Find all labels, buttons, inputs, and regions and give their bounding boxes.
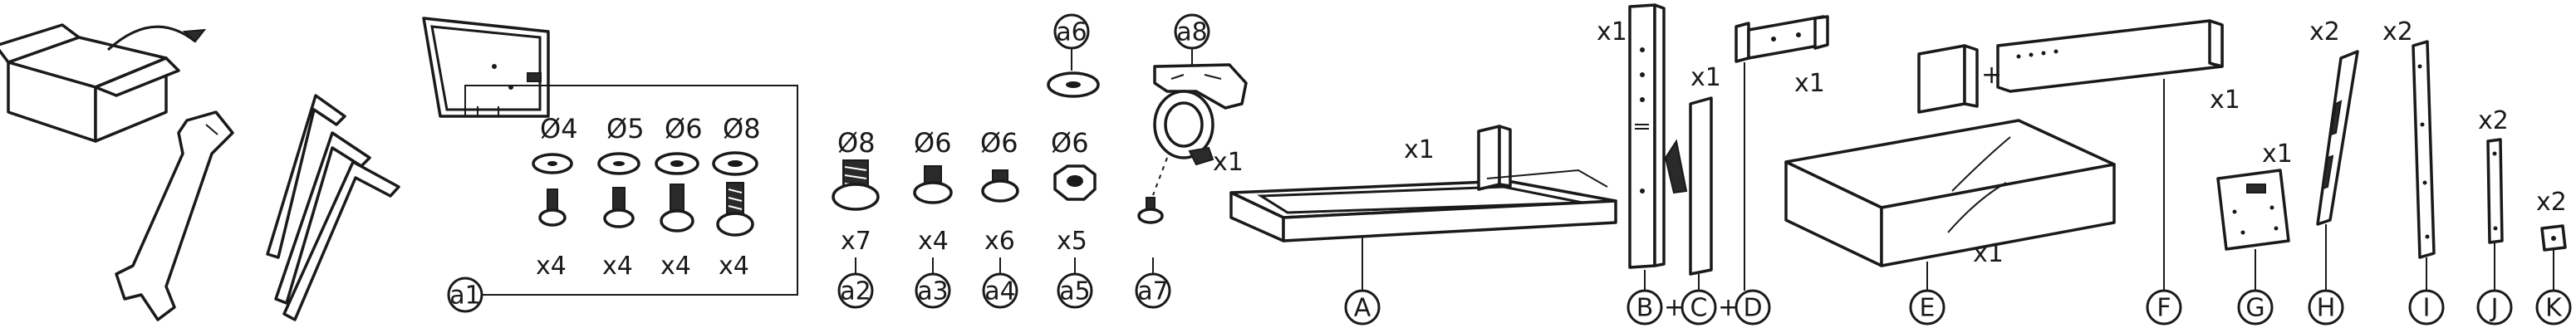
part-i-label: I [2423,294,2431,323]
part-h-quantity: x2 [2309,17,2340,47]
part-j-label: J [2490,294,2499,323]
part-g-quantity: x1 [2262,140,2293,169]
part-d-bracket [1735,15,1829,63]
part-c-cover [1689,96,1713,276]
part-c-quantity: x1 [1690,63,1721,92]
a7-label-circle [1135,272,1171,309]
a1-size-1: Ø5 [606,113,645,144]
part-a-base-frame [1229,125,1617,242]
insert-arrow-icon [1664,139,1688,194]
part-d-label: D [1743,294,1762,323]
part-g-plate [2216,169,2290,251]
part-h-label-circle [2308,289,2344,326]
part-k-block [2540,224,2567,252]
clamp-icon [1153,63,1248,166]
part-a-label-circle [1344,289,1381,326]
part-b-label: B [1636,294,1654,323]
a2-label: a2 [840,277,871,306]
washer-icon [532,151,758,176]
part-j-label-circle [2476,289,2513,326]
tv-icon [422,17,550,118]
hex-key-icon [266,94,400,321]
part-d-quantity: x1 [1794,69,1825,98]
hardware-leader-lines [855,257,1076,274]
part-b-label-circle [1627,289,1663,326]
a5-quantity: x5 [1057,227,1087,256]
a1-quantity-3: x4 [719,252,749,281]
part-e-box [1784,119,2116,267]
part-b-quantity: x1 [1597,17,1627,47]
part-e-label: E [1920,294,1936,323]
plus-symbol-2: + [1981,61,2002,90]
a3-label-circle [915,272,951,309]
a4-label: a4 [984,277,1015,306]
a1-quantity-2: x4 [660,252,691,281]
a1-quantity-1: x4 [602,252,633,281]
a1-label: a1 [449,282,480,311]
bolt-icon [1137,197,1164,224]
part-g-label: G [2245,294,2264,323]
bolt-icon [538,182,754,237]
a7-dashed-line [1152,157,1168,196]
bolt-icon [832,159,1019,211]
a1-group-frame [464,85,798,296]
part-d-label-circle [1735,289,1771,326]
a5-label-circle [1057,272,1093,309]
part-f-label-circle [2146,289,2182,326]
a1-size-3: Ø8 [723,113,761,144]
a3-size: Ø6 [914,127,952,159]
part-i-quantity: x2 [2382,17,2413,47]
part-e-label-circle [1909,289,1945,326]
part-c-label-circle [1681,289,1717,326]
a7-label: a7 [1137,277,1168,306]
nut-icon [1053,164,1097,201]
a2-size: Ø8 [837,127,876,159]
a6-label: a6 [1056,18,1087,47]
part-b-column [1628,3,1666,269]
part-i-label-circle [2408,289,2445,326]
a3-quantity: x4 [918,227,949,256]
part-g-label-circle [2237,289,2274,326]
part-c-label: C [1690,294,1708,323]
a1-size-0: Ø4 [540,113,578,144]
part-k-quantity: x2 [2536,188,2567,217]
a2-label-circle [837,272,874,309]
a4-quantity: x6 [984,227,1015,256]
washer-icon [1047,71,1100,98]
box-icon [0,23,207,143]
part-e-quantity: x1 [1973,239,2004,268]
part-h-rail [2316,50,2359,226]
part-j-quantity: x2 [2478,106,2509,135]
a5-label: a5 [1059,277,1090,306]
a5-size: Ø6 [1051,127,1089,159]
part-k-label: K [2545,294,2563,323]
part-h-label: H [2317,294,2336,323]
part-a-label: A [1354,294,1371,323]
part-bcd-leader-lines [1644,62,1745,291]
part-i-rail [2412,40,2436,259]
part-f-panel [1917,19,2224,114]
part-a-quantity: x1 [1404,135,1435,164]
part-k-label-circle [2535,289,2572,326]
a4-size: Ø6 [980,127,1018,159]
part-j-bar [2486,138,2504,244]
a8-label: a8 [1176,18,1207,47]
wrench-icon [115,110,234,321]
a8-quantity: x1 [1213,148,1244,177]
a1-quantity-0: x4 [536,252,567,281]
part-f-label: F [2156,294,2171,323]
part-f-quantity: x1 [2210,86,2240,115]
a1-label-circle [447,277,483,313]
a3-label: a3 [917,277,948,306]
a4-label-circle [982,272,1018,309]
a1-size-2: Ø6 [665,113,703,144]
a2-quantity: x7 [841,227,871,256]
